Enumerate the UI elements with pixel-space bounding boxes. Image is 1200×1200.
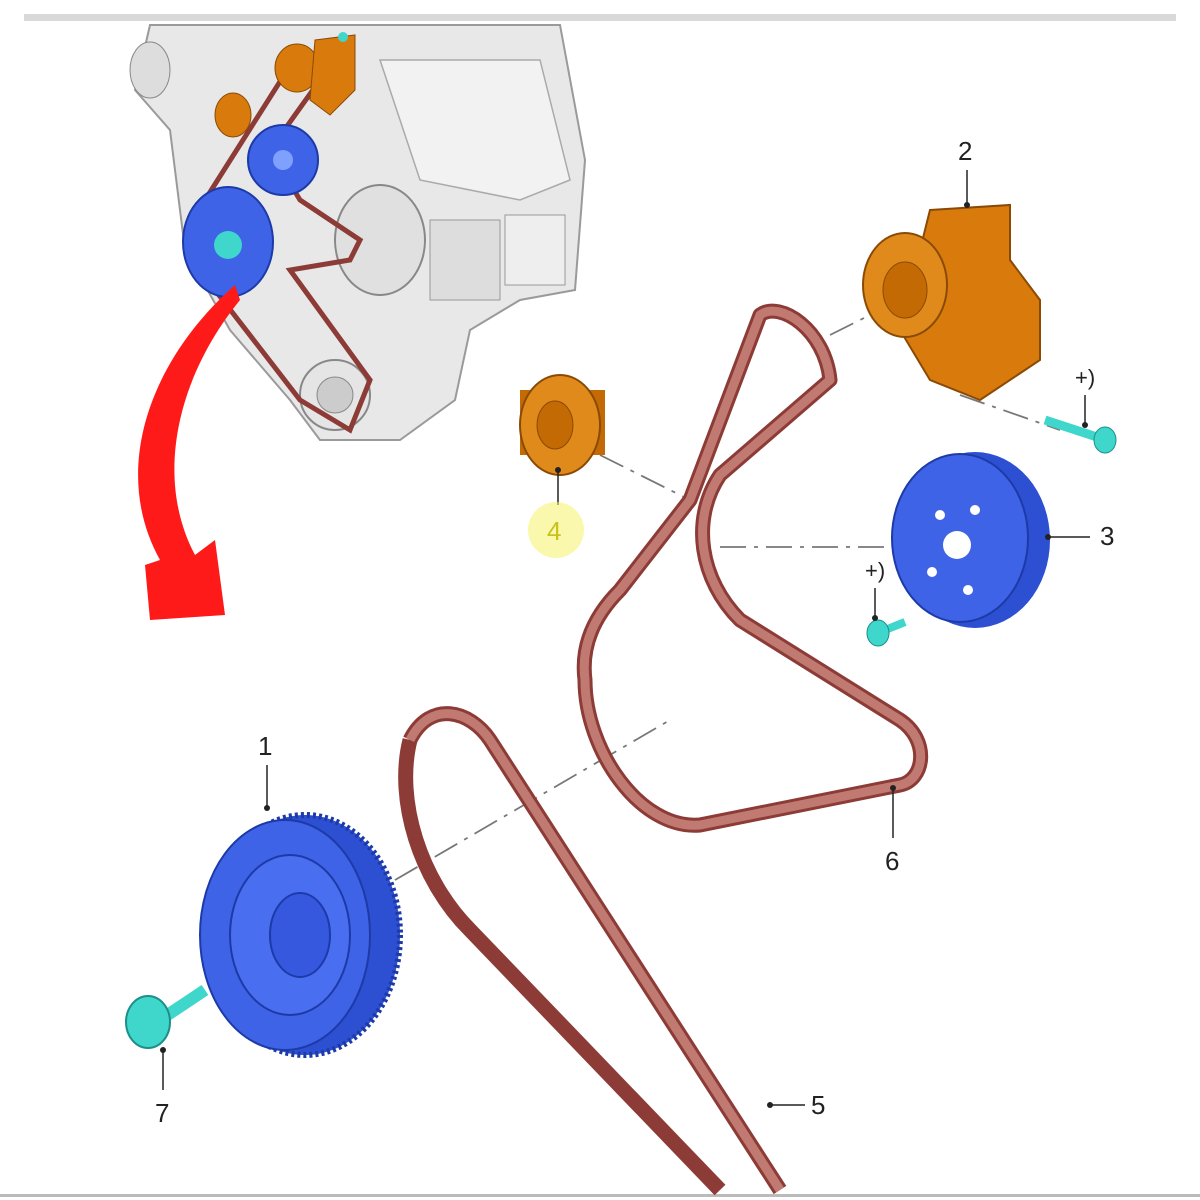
short-belt	[576, 303, 929, 833]
label-long-belt: 5	[811, 1090, 825, 1120]
long-belt	[398, 706, 787, 1196]
label-idler-pulley: 4	[547, 516, 561, 546]
label-crankshaft-pulley: 1	[258, 731, 272, 761]
crankshaft-pulley	[199, 812, 403, 1058]
label-pump-bolt-note: +)	[865, 558, 885, 583]
label-tensioner-bolt-note: +)	[1075, 365, 1095, 390]
callout-leaders	[160, 170, 1090, 1108]
idler-pulley	[519, 374, 605, 476]
top-divider	[24, 14, 1176, 21]
label-crankshaft-bolt: 7	[155, 1098, 169, 1128]
label-short-belt: 6	[885, 846, 899, 876]
label-4-highlight	[528, 502, 584, 558]
belt-tensioner	[862, 203, 1041, 402]
bottom-divider	[0, 1194, 1200, 1197]
pump-bolt	[866, 618, 907, 647]
red-curved-arrow	[138, 285, 240, 620]
label-water-pump-pulley: 3	[1100, 521, 1114, 551]
tensioner-bolt	[1043, 415, 1117, 454]
engine-overview-illustration	[129, 24, 587, 441]
water-pump-pulley	[891, 452, 1050, 628]
label-belt-tensioner: 2	[958, 136, 972, 166]
crankshaft-bolt	[125, 985, 209, 1049]
